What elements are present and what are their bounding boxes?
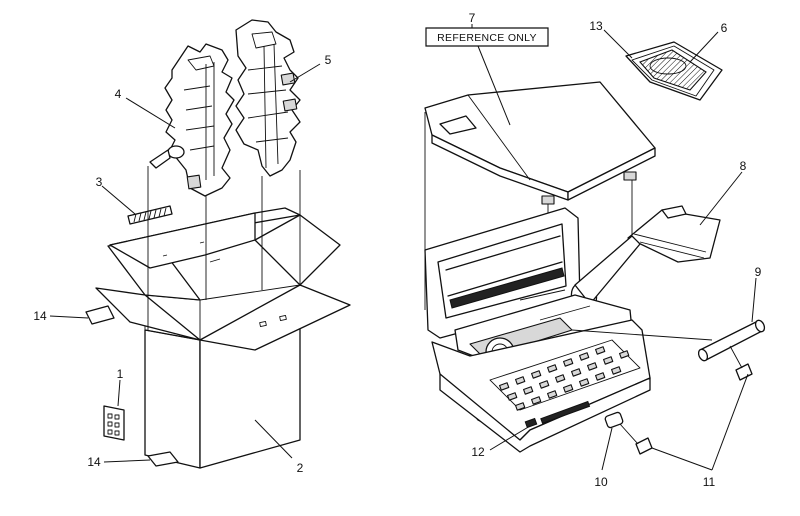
spring-part <box>128 206 172 224</box>
callout-7: 7 <box>469 11 476 25</box>
tape-piece-upper <box>86 306 114 324</box>
callout-14-lower: 14 <box>87 455 101 469</box>
callout-13: 13 <box>589 19 603 33</box>
callout-12: 12 <box>471 445 485 459</box>
typewriter-cover <box>425 82 655 204</box>
callout-2: 2 <box>297 461 304 475</box>
callout-5: 5 <box>325 53 332 67</box>
ribbon-cassette-pack <box>626 42 722 100</box>
callout-8: 8 <box>740 159 747 173</box>
callout-11: 11 <box>703 475 716 489</box>
shipping-carton <box>96 208 350 468</box>
platen-knob <box>604 412 652 454</box>
tape-piece-lower <box>148 452 178 466</box>
callout-4: 4 <box>115 87 122 101</box>
keyboard-keys <box>500 347 629 424</box>
callout-labels: 1 2 3 4 5 6 7 8 9 10 11 12 13 14 14 <box>33 11 761 489</box>
foam-insert-left <box>150 44 234 196</box>
label-card <box>104 406 124 440</box>
foam-insert-right <box>236 20 300 176</box>
callout-1: 1 <box>117 367 124 381</box>
callout-9: 9 <box>755 265 762 279</box>
typewriter-body <box>425 208 650 452</box>
callout-10: 10 <box>594 475 608 489</box>
reference-only-label: REFERENCE ONLY <box>426 28 548 46</box>
reference-only-text: REFERENCE ONLY <box>437 32 537 44</box>
leader-lines <box>50 24 756 470</box>
platen-rod <box>697 319 766 380</box>
callout-14-upper: 14 <box>33 309 47 323</box>
callout-3: 3 <box>96 175 103 189</box>
paper-guide <box>628 206 720 262</box>
callout-6: 6 <box>721 21 728 35</box>
